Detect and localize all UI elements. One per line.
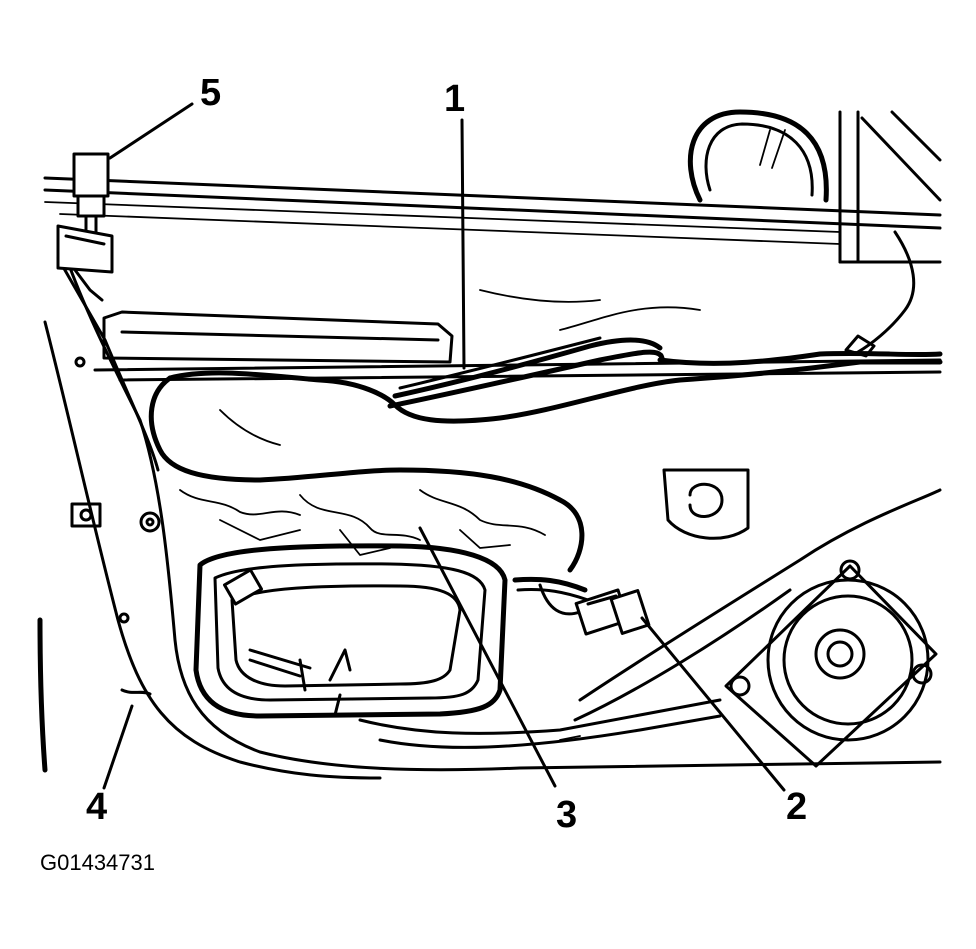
speaker	[724, 559, 938, 768]
door-lower-edge	[358, 488, 942, 749]
door-check-bracket	[56, 152, 114, 274]
lower-access-opening	[193, 543, 508, 719]
mirror-housing	[687, 109, 829, 203]
mirror-cable	[856, 230, 916, 354]
vapor-barrier	[179, 289, 701, 556]
callout-1: 1	[444, 78, 466, 120]
mounting-holes	[70, 356, 161, 696]
handle-recess	[662, 468, 750, 540]
harness-connector	[512, 576, 651, 636]
callout-4: 4	[86, 786, 108, 828]
armrest	[102, 310, 454, 364]
figure-id: G01434731	[40, 850, 155, 875]
handle-hole	[688, 482, 724, 518]
door-panel	[37, 243, 942, 780]
callout-2: 2	[786, 786, 808, 828]
upper-cutout-edge	[167, 359, 943, 424]
wiring-harness	[387, 336, 943, 409]
window-frame	[43, 110, 942, 264]
callout-3: 3	[556, 794, 578, 836]
leader-lines	[102, 102, 786, 792]
callout-5: 5	[200, 72, 222, 114]
upper-cutout-lower	[148, 375, 585, 573]
